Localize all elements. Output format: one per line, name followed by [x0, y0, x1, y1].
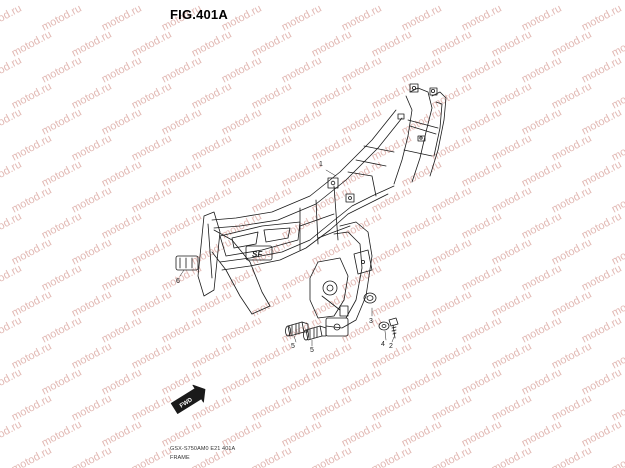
main-frame: SF: [175, 109, 403, 315]
rear-seat-rail: [393, 83, 447, 185]
callout-2: 2: [389, 343, 393, 350]
screw-part-2: [388, 317, 399, 339]
bolt-part-5a: [285, 321, 309, 337]
figure-title: FIG.401A: [170, 7, 228, 22]
figure-name: FRAME: [170, 455, 190, 461]
callout-4: 4: [381, 341, 385, 348]
callout-1: 1: [319, 161, 323, 168]
callout-6: 6: [176, 278, 180, 285]
bolt-part-5b: [303, 325, 327, 341]
leader-lines: [179, 169, 395, 347]
callout-3: 3: [369, 318, 373, 325]
fwd-arrow-badge: FWD: [170, 384, 206, 414]
figure-code: GSX-S750AM0 E21 401A: [170, 446, 236, 452]
callout-5a: 5: [291, 343, 295, 350]
washer-part-4: [378, 321, 390, 331]
frame-plate-label: SF: [252, 250, 263, 259]
pivot-region: [309, 221, 377, 337]
callout-5b: 5: [310, 347, 314, 354]
